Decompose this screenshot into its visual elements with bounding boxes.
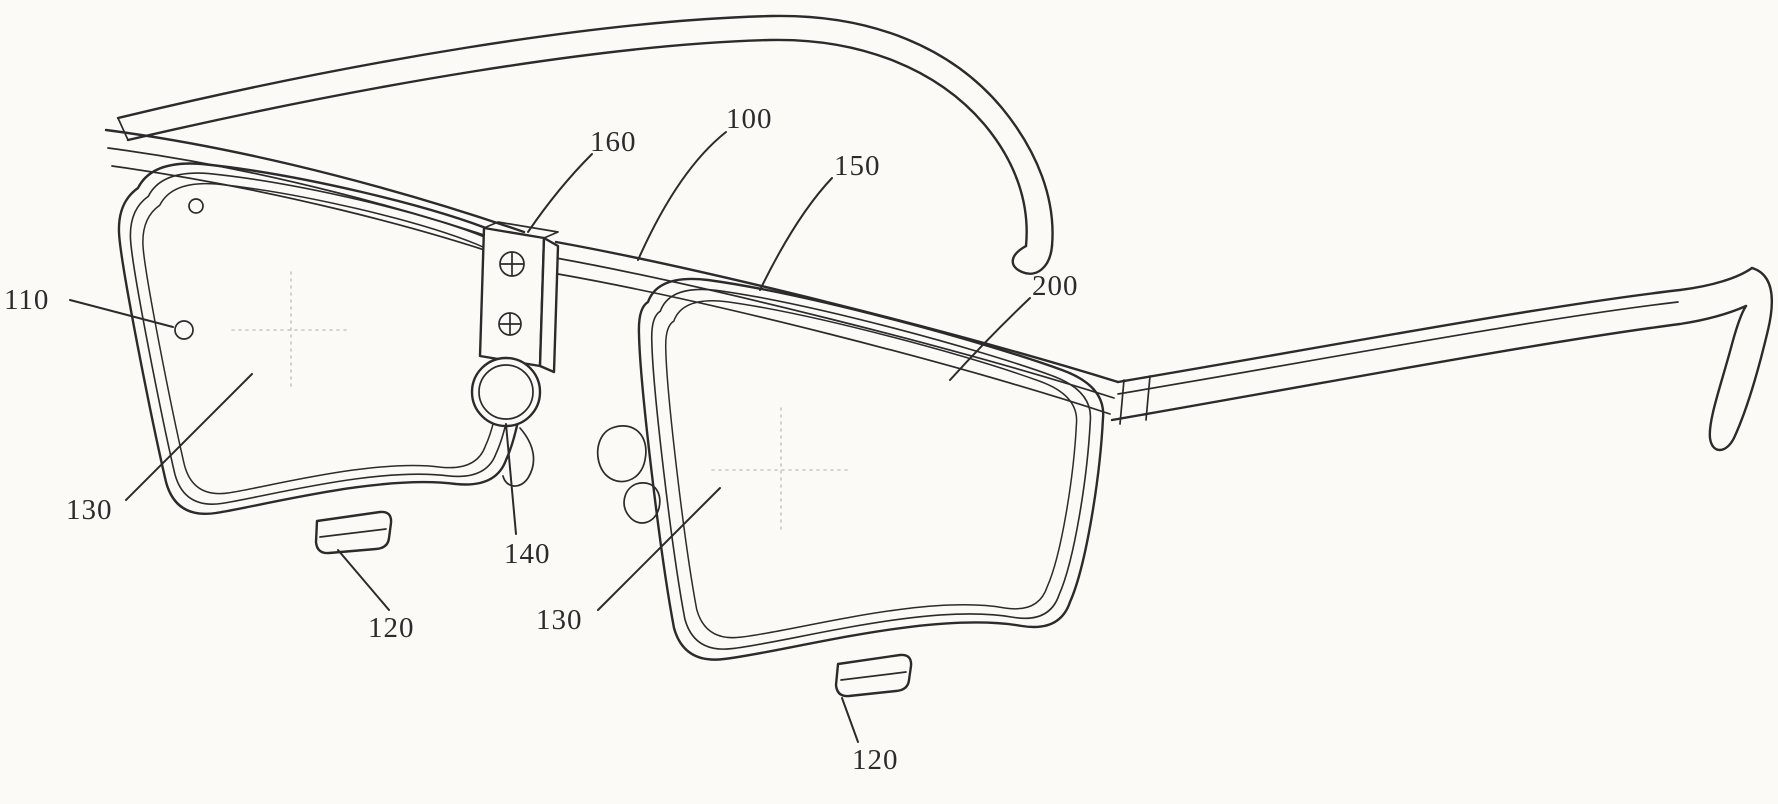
round-module-inner — [478, 364, 534, 420]
right-bottom-clip-tab-line — [840, 671, 907, 681]
ref-label-140: 140 — [504, 538, 551, 570]
brow-left-bottom — [111, 165, 521, 263]
bridge-plate-top — [483, 221, 559, 239]
leader-160 — [527, 153, 593, 233]
leader-120-left — [337, 549, 390, 611]
right-temple-ear-hook — [1708, 266, 1774, 452]
left-temple-inner-edge — [126, 38, 1028, 248]
right-temple-hinge-line-2 — [1145, 375, 1151, 421]
bridge-screw-lower — [498, 312, 522, 336]
right-lens-outer-rim — [637, 277, 1105, 661]
right-lens-assembly — [637, 277, 1105, 698]
ref-label-200: 200 — [1032, 270, 1079, 302]
brow-left-mid — [107, 147, 523, 249]
leader-100 — [637, 131, 727, 261]
ref-label-110: 110 — [4, 284, 50, 316]
round-module-outer — [470, 356, 542, 428]
left-bottom-clip-tab-120 — [314, 510, 393, 555]
left-temple-hinge-line — [117, 117, 129, 141]
leader-150 — [759, 177, 833, 291]
brow-left-top — [104, 128, 526, 234]
ref-label-160: 160 — [590, 126, 637, 158]
ref-label-100: 100 — [726, 103, 773, 135]
round-module-hook — [502, 427, 535, 487]
left-frame-rivet-upper — [188, 198, 204, 214]
left-lens-assembly — [117, 162, 536, 555]
brow-right-mid — [555, 257, 1115, 399]
left-frame-rivet-110 — [174, 320, 194, 340]
leader-140 — [505, 423, 517, 535]
ref-label-150: 150 — [834, 150, 881, 182]
left-clip-frame-rim — [129, 172, 524, 505]
nose-pad-upper — [596, 425, 647, 483]
left-lens-outer-rim — [117, 162, 536, 516]
ref-label-130-right: 130 — [536, 604, 583, 636]
right-temple — [1110, 266, 1774, 452]
leader-200 — [949, 297, 1031, 381]
brow-right-bottom — [557, 273, 1111, 415]
leader-120-right — [841, 697, 859, 743]
right-temple-inner-line — [1117, 301, 1679, 395]
ref-label-120-right: 120 — [852, 744, 899, 776]
nose-pads — [596, 425, 661, 524]
ref-label-130-left: 130 — [66, 494, 113, 526]
ref-label-120-left: 120 — [368, 612, 415, 644]
right-bottom-clip-tab-120 — [834, 653, 913, 698]
right-temple-top-edge — [1116, 266, 1754, 384]
bridge-plate-front — [478, 226, 546, 368]
bridge-screw-lower-cross — [499, 313, 521, 335]
leader-130-left — [125, 373, 253, 501]
right-lens-edge — [664, 300, 1078, 639]
bridge-plate-side — [538, 236, 560, 374]
front-frame-brow — [104, 128, 1120, 415]
left-temple — [116, 14, 1054, 275]
round-module-140 — [470, 356, 542, 487]
leader-lines — [69, 131, 1031, 743]
left-lens-edge — [142, 182, 511, 495]
bridge-mount-160 — [478, 221, 560, 374]
left-bottom-clip-tab-line — [319, 528, 387, 538]
right-temple-hinge-line-1 — [1119, 379, 1125, 425]
left-temple-ear-tip — [1011, 244, 1054, 275]
bridge-screw-upper — [499, 251, 525, 277]
nose-pad-lower — [623, 482, 661, 524]
leader-130-right — [597, 487, 721, 611]
bridge-screw-upper-cross — [500, 252, 524, 276]
right-temple-bottom-edge — [1110, 304, 1748, 422]
right-clip-frame-rim — [650, 288, 1092, 650]
left-temple-outer-edge — [116, 14, 1054, 248]
leader-110 — [69, 299, 174, 328]
